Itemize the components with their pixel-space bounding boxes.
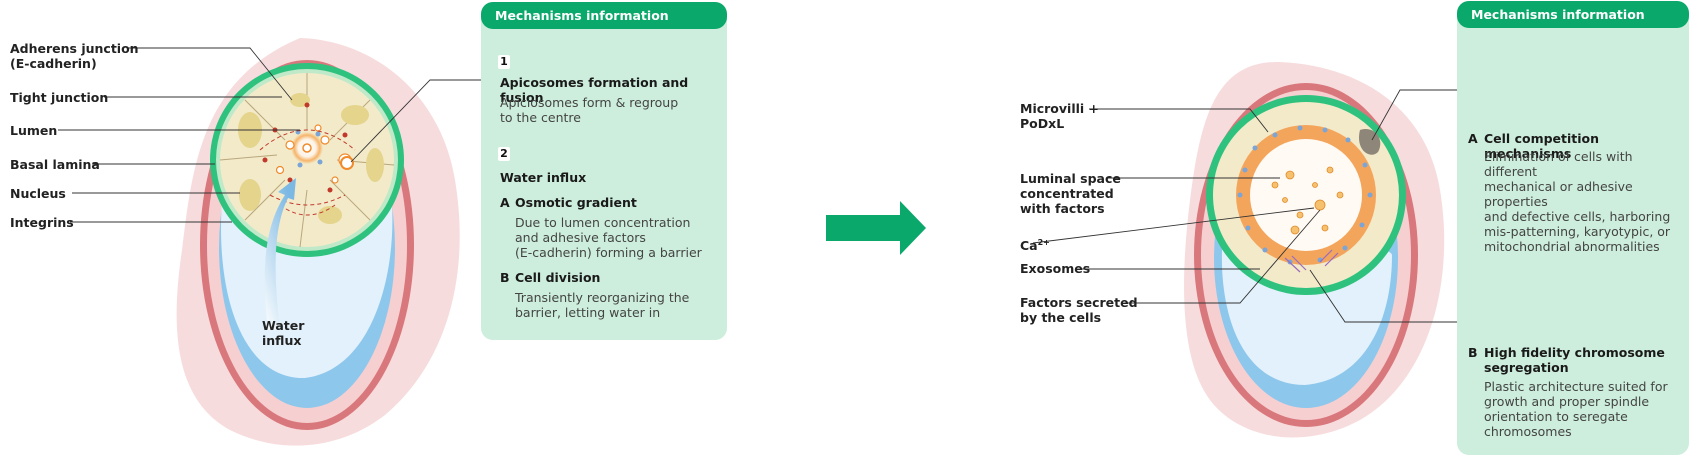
label-adherens-junction: Adherens junction(E-cadherin)	[10, 41, 139, 71]
mechanisms-panel-2: Mechanisms information A Cell competitio…	[1457, 1, 1689, 455]
label-integrins: Integrins	[10, 215, 74, 230]
label-calcium: Ca2+	[1020, 238, 1050, 254]
item-a-letter: A	[1468, 131, 1478, 146]
label-tight-junction: Tight junction	[10, 90, 109, 105]
left-embryo	[58, 38, 498, 446]
step-2-number: 2	[498, 147, 510, 161]
left-leader-lines	[58, 47, 498, 223]
label-microvilli: Microvilli +PoDxL	[1020, 101, 1099, 131]
item-b-title: Cell division	[515, 270, 601, 285]
step-1-number: 1	[498, 55, 510, 69]
transition-arrow	[826, 201, 926, 255]
adhesion-arcs	[259, 129, 356, 216]
lumen-core	[302, 143, 312, 153]
item-b-letter: B	[500, 270, 510, 285]
tight-junction-dots	[295, 129, 323, 168]
water-influx-arrow	[264, 178, 296, 330]
item-a-letter: A	[500, 195, 510, 210]
right-embryo	[1032, 61, 1484, 438]
label-nucleus: Nucleus	[10, 186, 66, 201]
mechanisms-panel-1: Mechanisms information 1 Apicosomes form…	[481, 2, 727, 340]
item-b-letter: B	[1468, 345, 1478, 360]
junction-dots	[262, 102, 348, 193]
item-a-title: Osmotic gradient	[515, 195, 637, 210]
label-basal-lamina: Basal lamina	[10, 157, 100, 172]
nucleus	[366, 148, 384, 182]
nucleus	[239, 179, 261, 211]
step-1-title: Apicosomes formation and fusion	[500, 75, 689, 105]
nucleus	[318, 206, 342, 224]
panel-1-header: Mechanisms information	[481, 2, 727, 29]
label-lumen: Lumen	[10, 123, 58, 138]
panel-2-header: Mechanisms information	[1457, 1, 1689, 28]
luminal-vesicles	[1271, 166, 1344, 235]
item-a-title: Cell competition mechanisms	[1484, 131, 1600, 161]
luminal-space	[1250, 139, 1362, 251]
apicosome-fusion	[340, 156, 354, 170]
step-2-title: Water influx	[500, 170, 587, 185]
spindles	[1284, 249, 1339, 273]
ca-ions	[1237, 125, 1373, 265]
nucleus	[341, 105, 369, 125]
label-exosomes: Exosomes	[1020, 261, 1091, 276]
right-leader-lines	[1032, 89, 1484, 323]
